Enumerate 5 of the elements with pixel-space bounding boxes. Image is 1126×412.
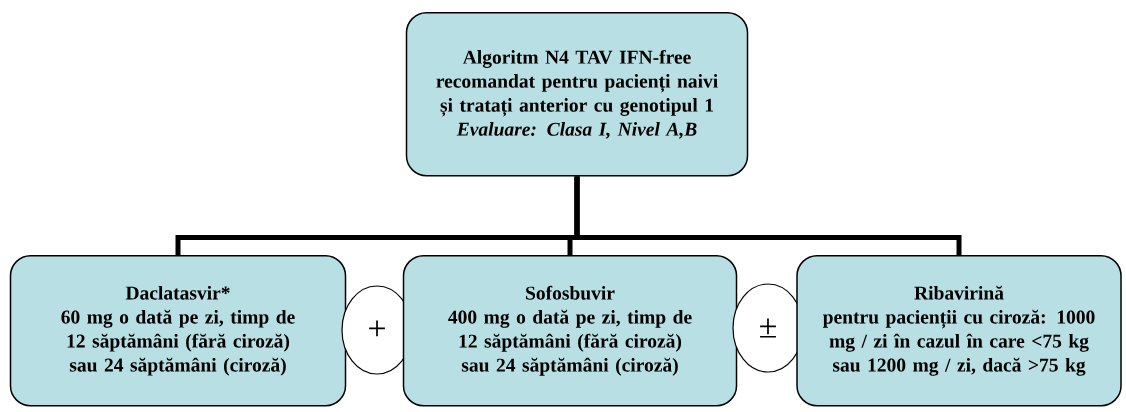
process-box: Daclatasvir* 60 mg o dată pe zi, timp de 12 săptămâni (fără ciroză) sau 24 săptămâni (ciroză) — [9, 255, 347, 407]
process-box: Ribavirină pentru pacienții cu ciroză: 1000 mg / zi în cazul în care <75 kg sau 1200 mg / zi, dacă >75 kg — [796, 255, 1122, 407]
connector-line — [574, 176, 962, 255]
process-box: Algoritm N4 TAV IFN-free recomandat pentru pacienți naivi și tratați anterior cu genotipul 1 Evaluare: Clasa I, Nivel A,B — [405, 12, 749, 177]
process-box: Sofosbuvir 400 mg o dată pe zi, timp de 12 săptămâni (fără ciroză) sau 24 săptămâni (ciroză) — [402, 255, 738, 407]
